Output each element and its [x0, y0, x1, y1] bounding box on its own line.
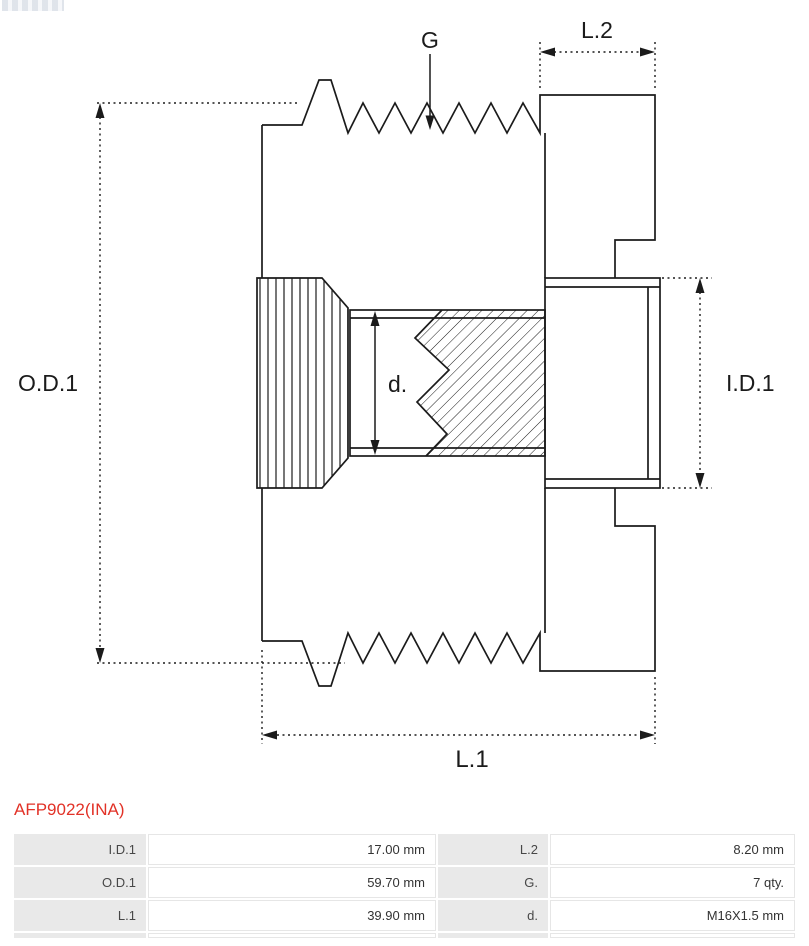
spec-value-cell: 17.00 mm: [148, 834, 436, 865]
pulley-bottom-profile: [262, 488, 656, 687]
spec-value-cell: M16X1.5 mm: [550, 900, 795, 931]
dim-label-g: G: [421, 27, 439, 53]
spec-value-cell: 59.70 mm: [148, 867, 436, 898]
spec-table: I.D.1 17.00 mm L.2 8.20 mm O.D.1 59.70 m…: [14, 834, 795, 938]
dim-label-l1: L.1: [455, 746, 488, 773]
hub-right-section: [544, 277, 661, 489]
spec-value-cell: [550, 933, 795, 938]
cropped-logo-fragment: [2, 0, 64, 11]
spec-value-cell: 8.20 mm: [550, 834, 795, 865]
spec-label-cell: G.: [438, 867, 548, 898]
dim-label-od1: O.D.1: [18, 370, 78, 396]
bore-hatch: [415, 310, 545, 456]
spec-row: O.D.1 59.70 mm G. 7 qty.: [14, 867, 795, 898]
spec-label-cell: O.D.1: [14, 867, 146, 898]
dimension-l1: L.1: [261, 650, 656, 773]
spec-label-cell: [438, 933, 548, 938]
part-number: AFP9022(INA): [14, 800, 125, 819]
spec-value-cell: 7 qty.: [550, 867, 795, 898]
dimension-id1: I.D.1: [662, 277, 775, 489]
dim-label-id1: I.D.1: [726, 370, 775, 396]
technical-drawing: O.D.1 I.D.1 L.2 G: [18, 17, 775, 773]
spec-label-cell: [14, 933, 146, 938]
spec-label-cell: L.2: [438, 834, 548, 865]
spec-value-cell: 39.90 mm: [148, 900, 436, 931]
pulley-cross-section: [256, 79, 661, 687]
thread-break-line: [413, 309, 451, 457]
pulley-top-profile: [262, 79, 656, 278]
spec-row: I.D.1 17.00 mm L.2 8.20 mm: [14, 834, 795, 865]
dimension-g: G: [421, 27, 439, 130]
spec-label-cell: I.D.1: [14, 834, 146, 865]
bore-outline: [349, 309, 546, 457]
dimension-d: d.: [370, 311, 407, 455]
spec-row-partial: [14, 933, 795, 938]
dim-label-l2: L.2: [581, 17, 613, 43]
spec-label-cell: d.: [438, 900, 548, 931]
spec-value-cell: [148, 933, 436, 938]
dimension-od1: O.D.1: [18, 102, 345, 664]
dim-label-d: d.: [388, 371, 407, 397]
spec-row: L.1 39.90 mm d. M16X1.5 mm: [14, 900, 795, 931]
dimension-l2: L.2: [539, 17, 656, 91]
spec-label-cell: L.1: [14, 900, 146, 931]
hub-left-splined-section: [256, 277, 349, 489]
